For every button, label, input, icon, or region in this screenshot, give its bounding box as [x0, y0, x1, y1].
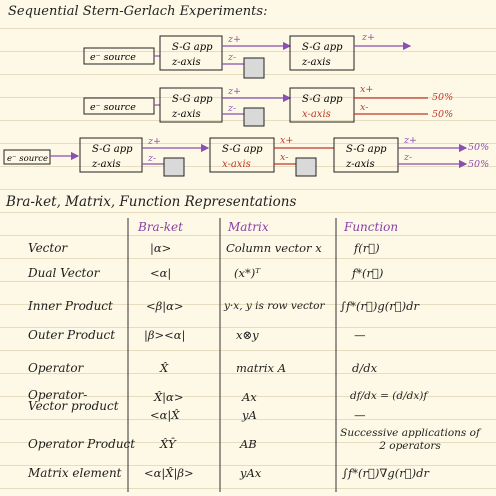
source-box [3, 149, 51, 165]
sg-axis-label: z-axis [301, 57, 331, 68]
beam-label: z+ [227, 86, 241, 97]
sg-box [159, 35, 223, 71]
sg-box [209, 137, 275, 173]
function-cell-2: — [354, 408, 366, 422]
sg-box [79, 137, 143, 173]
source-label: e⁻ source [7, 154, 48, 164]
braket-cell: X̂|α> [154, 390, 184, 404]
beam-percent: 50% [468, 159, 489, 170]
beam-percent: 50% [432, 92, 453, 103]
row-label: Matrix element [28, 466, 122, 480]
braket-cell: |α> [150, 241, 172, 255]
beam-label: z+ [227, 34, 241, 45]
row-label: Outer Product [28, 328, 116, 342]
source-label: e⁻ source [90, 102, 136, 113]
matrix-cell: (x*)ᵀ [234, 266, 261, 280]
sg-box [159, 87, 223, 123]
row-label: Vector [28, 241, 68, 255]
header-matrix: Matrix [228, 220, 269, 234]
sg-label: S-G app [346, 144, 387, 155]
sg-axis-label: z-axis [171, 57, 201, 68]
beam-label: z+ [147, 136, 161, 147]
function-cell: Successive applications of 2 operators [340, 427, 480, 452]
section-title-representations: Bra-ket, Matrix, Function Representation… [6, 194, 297, 210]
source-box [83, 97, 155, 115]
beam-label: z- [147, 153, 156, 164]
stern-gerlach-diagram: e⁻ source S-G app z-axis z+ z- S-G app z… [3, 32, 489, 177]
row-label: Operator-Vector product [28, 388, 119, 413]
beam-label: x- [280, 152, 288, 163]
sg-label: S-G app [172, 94, 213, 105]
matrix-cell: matrix A [236, 361, 287, 375]
sg-label: S-G app [302, 42, 343, 53]
beam-label: z+ [403, 135, 417, 146]
row-label: Dual Vector [28, 266, 100, 280]
matrix-cell: y·x, y is row vector [224, 300, 325, 312]
matrix-cell: AB [240, 437, 257, 451]
function-cell: f(r⃗) [354, 241, 380, 255]
sg-axis-label: z-axis [171, 109, 201, 120]
function-cell: f*(r⃗) [352, 266, 384, 280]
sg-label: S-G app [92, 144, 133, 155]
header-braket: Bra-ket [138, 220, 183, 234]
beam-percent: 50% [432, 109, 453, 120]
section-title-experiments: Sequential Stern-Gerlach Experiments: [8, 4, 268, 19]
experiment-row-3: e⁻ source S-G app z-axis z+ z- S-G app x… [3, 135, 489, 177]
row-label: Operator Product [28, 437, 136, 451]
row-label: Operator [28, 361, 84, 375]
beam-label: z- [227, 103, 236, 114]
source-label: e⁻ source [90, 52, 136, 63]
braket-cell-2: <α|X̂ [150, 408, 180, 422]
sg-axis-label: z-axis [345, 159, 375, 170]
function-cell: — [354, 328, 366, 342]
beam-block [163, 157, 185, 177]
braket-cell: <α| [150, 266, 172, 280]
matrix-cell: x⊗y [236, 328, 259, 342]
header-function: Function [344, 220, 399, 234]
sg-axis-label: x-axis [302, 109, 331, 120]
beam-label: z- [227, 52, 236, 63]
beam-block [295, 157, 317, 177]
sg-box [289, 35, 355, 71]
beam-block [243, 107, 265, 127]
matrix-cell: Column vector x [226, 241, 322, 255]
row-label: Inner Product [28, 299, 113, 313]
function-cell: d/dx [352, 361, 378, 375]
beam-label: z+ [361, 32, 375, 43]
matrix-cell-2: yA [242, 408, 257, 422]
function-cell: ∫f*(r⃗)g(r⃗)dr [340, 299, 419, 313]
experiment-row-2: e⁻ source S-G app z-axis z+ z- S-G app x… [83, 84, 453, 127]
sg-axis-label: z-axis [91, 159, 121, 170]
beam-label: z- [403, 152, 412, 163]
sg-box [333, 137, 399, 173]
beam-block [243, 57, 265, 79]
braket-cell: <α|X̂|β> [144, 466, 194, 480]
sg-box [289, 87, 355, 123]
braket-cell: |β><α| [144, 328, 186, 342]
sg-axis-label: x-axis [222, 159, 251, 170]
beam-label: x+ [280, 135, 293, 146]
beam-percent: 50% [468, 142, 489, 153]
function-cell: ∫f*(r⃗)∇g(r⃗)dr [342, 466, 429, 480]
braket-cell: <β|α> [146, 299, 184, 313]
sg-label: S-G app [302, 94, 343, 105]
sg-label: S-G app [172, 42, 213, 53]
matrix-cell: yAx [240, 466, 262, 480]
braket-cell: X̂Ŷ [160, 437, 176, 451]
beam-label: x- [360, 102, 368, 113]
matrix-cell: Ax [242, 390, 257, 404]
sg-label: S-G app [222, 144, 263, 155]
braket-cell: X̂ [160, 361, 169, 375]
experiment-row-1: e⁻ source S-G app z-axis z+ z- S-G app z… [83, 32, 412, 79]
beam-label: x+ [360, 84, 373, 95]
function-cell: df/dx = (d/dx)f [350, 390, 428, 402]
